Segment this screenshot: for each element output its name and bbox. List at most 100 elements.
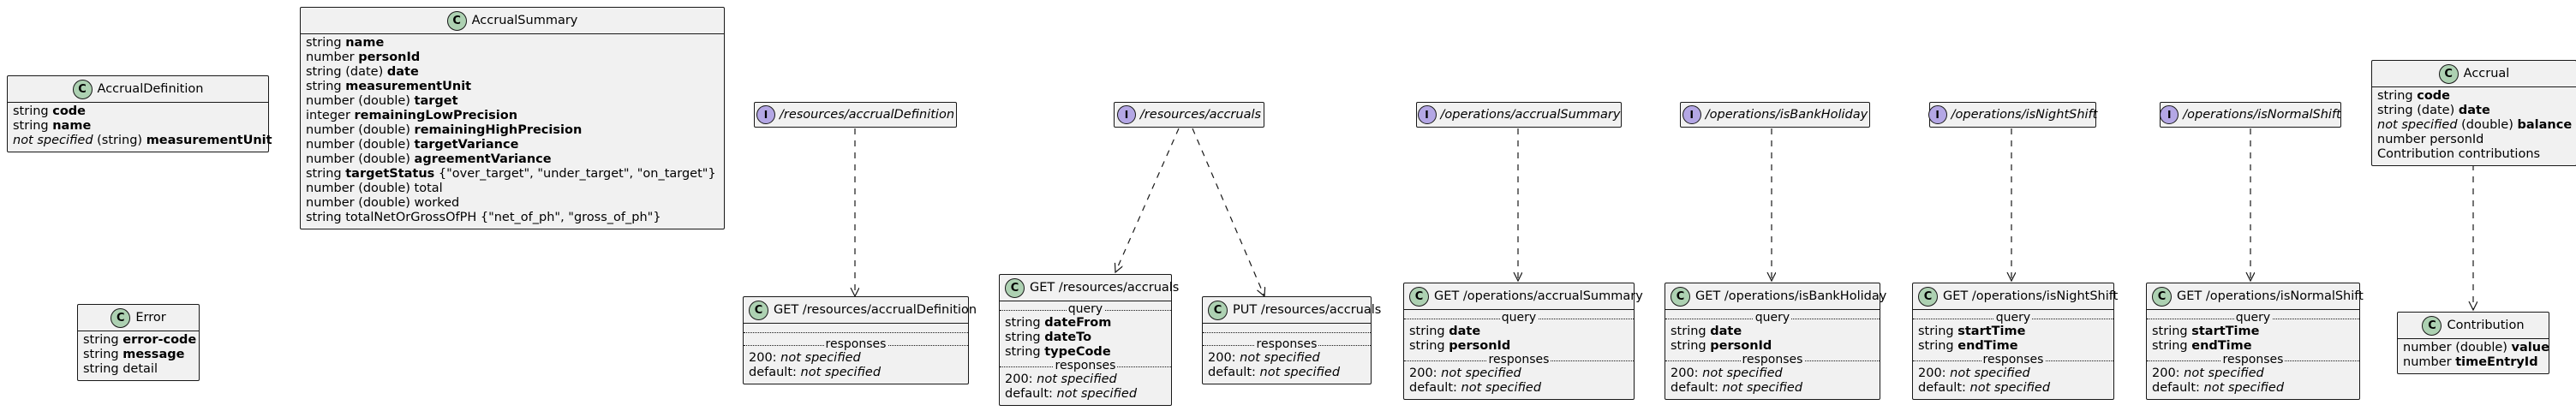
response-code: default: (1208, 366, 1256, 379)
query-label: query (1499, 311, 1539, 325)
field-name: targetVariance (414, 138, 519, 152)
box-title: PUT /resources/accruals (1233, 303, 1382, 317)
field-type: string (1671, 325, 1706, 338)
field-name: endTime (1957, 339, 2018, 353)
interface-accrual-definition: I/resources/accrualDefinition (754, 102, 957, 128)
response-row: 200: not specified (1005, 372, 1166, 387)
field-row: number (double) remainingHighPrecision (306, 123, 719, 138)
response-code: default: (1005, 387, 1053, 401)
field-name: personId (358, 51, 421, 64)
box-header: I/operations/isBankHoliday (1681, 103, 1869, 127)
box-title: /resources/accruals (1139, 108, 1262, 122)
response-row: default: not specified (1671, 381, 1874, 396)
field-row: string endTime (2152, 339, 2354, 354)
box-title: /operations/accrualSummary (1440, 108, 1621, 122)
box-title: /resources/accrualDefinition (779, 108, 955, 122)
response-code: default: (1409, 381, 1457, 395)
box-title: /operations/isNormalShift (2183, 108, 2341, 122)
field-name: name (52, 119, 92, 133)
interface-icon: I (1928, 105, 1947, 124)
interface-is-normal-shift: I/operations/isNormalShift (2160, 102, 2341, 128)
box-title: Accrual (2463, 67, 2510, 80)
box-title: AccrualSummary (471, 14, 578, 27)
field-name: code (52, 104, 87, 118)
response-row: 200: not specified (1409, 366, 1629, 381)
field-name: measurementUnit (146, 134, 272, 147)
field-row: string targetStatus {"over_target", "und… (306, 167, 719, 182)
box-title: GET /operations/isNormalShift (2177, 289, 2364, 303)
responses-label: responses (1740, 353, 1805, 366)
response-value: not specified (1037, 372, 1117, 386)
response-code: 200: (1918, 366, 1946, 380)
field-name: date (1710, 325, 1742, 338)
interface-icon: I (756, 105, 775, 124)
responses-label: responses (1486, 353, 1551, 366)
field-row: string code (13, 104, 263, 119)
field-type: number (2403, 355, 2452, 369)
box-title: AccrualDefinition (97, 82, 204, 96)
field-row: number (double) targetVariance (306, 138, 719, 152)
interface-accruals: I/resources/accruals (1114, 102, 1264, 128)
box-title: /operations/isBankHoliday (1705, 108, 1868, 122)
box-title: GET /operations/accrualSummary (1434, 289, 1643, 303)
field-name: value (2511, 341, 2549, 354)
field-name: personId (1710, 339, 1772, 353)
responses-separator: responses (1913, 354, 2113, 366)
field-type: string (date) (306, 65, 384, 79)
field-name: remainingHighPrecision (414, 123, 583, 137)
response-value: not specified (800, 366, 882, 379)
field-row: string totalNetOrGrossOfPH {"net_of_ph",… (306, 211, 719, 225)
field-type: string (1005, 331, 1041, 344)
field-name: typeCode (1044, 345, 1111, 359)
field-type: string (13, 104, 49, 118)
field-type: string detail (83, 362, 158, 376)
field-row: string dateFrom (1005, 316, 1166, 331)
query-separator: query (2147, 312, 2359, 325)
field-row: string detail (83, 362, 194, 377)
field-name: startTime (2191, 325, 2260, 338)
field-type: string (1671, 339, 1706, 353)
arrow-accruals-put (1192, 128, 1264, 296)
box-header: I/resources/accruals (1115, 103, 1264, 127)
field-row: string date (1409, 325, 1629, 339)
interface-icon: I (1116, 105, 1136, 124)
box-title: GET /resources/accrualDefinition (774, 303, 977, 317)
field-type-unspecified: not specified (2377, 118, 2458, 132)
field-row: string name (306, 36, 719, 51)
field-row: not specified (double) balance (2377, 118, 2572, 133)
box-title: Contribution (2447, 319, 2525, 332)
field-type: number (double) total (306, 182, 443, 195)
response-code: 200: (1409, 366, 1437, 380)
field-type: number (double) (306, 123, 410, 137)
response-row: default: not specified (1005, 387, 1166, 402)
class-icon: C (2152, 286, 2172, 307)
response-value: not specified (1969, 381, 2051, 395)
field-name: dateTo (1044, 331, 1092, 344)
field-row: string error-code (83, 333, 196, 348)
responses-label: responses (2220, 353, 2286, 366)
query-separator: query (1404, 312, 1634, 325)
field-row: number personId (2377, 133, 2571, 147)
response-value: not specified (2184, 366, 2264, 380)
field-name: measurementUnit (345, 80, 472, 93)
class-icon: C (72, 79, 93, 99)
box-title: /operations/isNightShift (1951, 108, 2098, 122)
field-name: date (1449, 325, 1481, 338)
box-header: I/operations/accrualSummary (1417, 103, 1621, 127)
box-title: GET /operations/isBankHoliday (1695, 289, 1887, 303)
